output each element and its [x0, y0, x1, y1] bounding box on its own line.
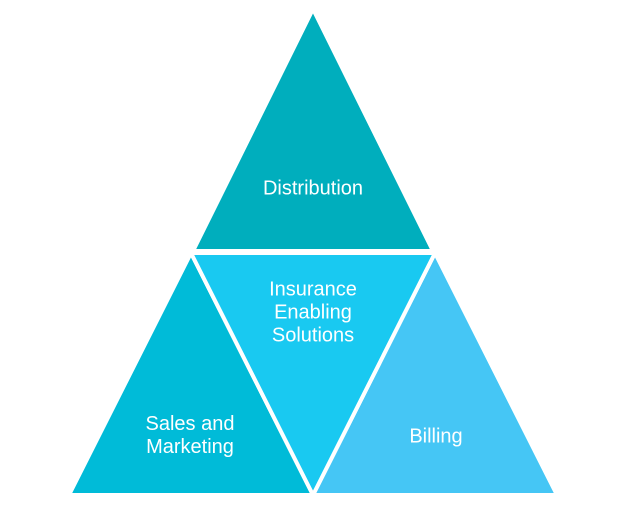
- segment-center: [189, 251, 437, 497]
- label-insurance-enabling-solutions: Insurance Enabling Solutions: [269, 278, 357, 347]
- label-billing: Billing: [409, 425, 463, 448]
- label-distribution: Distribution: [262, 177, 364, 200]
- label-sales-and-marketing: Sales and Marketing: [145, 413, 235, 458]
- segment-top: [191, 7, 435, 253]
